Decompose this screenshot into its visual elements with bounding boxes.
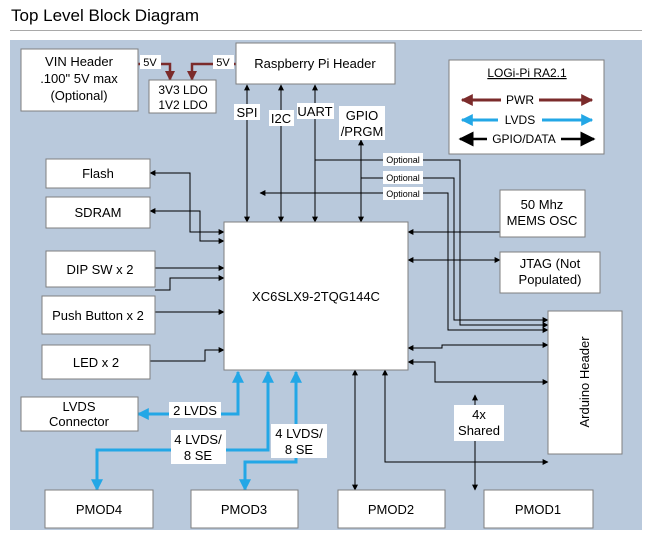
pmod4-box: PMOD4 [44,489,154,529]
spi-label-bg [234,104,260,120]
rpi-header-box: Raspberry Pi Header [235,42,396,85]
pmod2-label: PMOD2 [368,502,414,517]
lvds-connector-line-2: Connector [49,414,110,429]
shared-label-2: Shared [458,423,500,438]
vin-line-3: (Optional) [50,88,107,103]
vin-line-1: VIN Header [45,54,114,69]
gpio-prgm-label-1: GPIO [346,108,379,123]
gpio-prgm-label-bg [339,106,385,140]
rpi-header-label: Raspberry Pi Header [254,56,376,71]
optional-1-bg [383,153,423,166]
i2c-label: I2C [271,111,291,126]
spi-label: SPI [237,105,258,120]
ldo-line-2: 1V2 LDO [158,98,207,112]
fpga-label: XC6SLX9-2TQG144C [252,289,380,304]
push-button-label: Push Button x 2 [52,308,144,323]
osc-line-1: 50 Mhz [521,197,564,212]
shared-link [382,369,549,465]
i2c-label-bg [269,110,294,126]
legend-pwr-bg [501,93,539,107]
lvds4-b-label-2: 8 SE [285,442,314,457]
pmod1-label: PMOD1 [515,502,561,517]
jtag-box: JTAG (Not Populated) [499,251,601,294]
sdram-label: SDRAM [75,205,122,220]
lvds-connector-box: LVDS Connector [20,396,139,432]
jtag-line-2: Populated) [519,272,582,287]
lvds4-pmod3-link [239,370,302,492]
optional-labels: Optional Optional Optional [383,153,423,200]
pmod1-box: PMOD1 [483,489,594,529]
sdram-link [149,208,225,244]
arduino-header-box: Arduino Header [547,310,623,455]
optional-3-bg [383,187,423,200]
gpio-prgm-label-2: /PRGM [341,124,384,139]
led-box: LED x 2 [41,344,151,380]
v5-label-b-bg [213,55,234,69]
lvds4-a-label-bg [171,430,226,464]
v5-label-b: 5V [216,57,230,69]
optional-2-label: Optional [386,173,420,183]
lvds4-b-label-1: 4 LVDS/ [275,426,323,441]
legend-gpio-bg [487,132,561,146]
push-link [155,275,225,291]
lvds2-label-bg [169,402,221,418]
legend-lvds-label: LVDS [505,113,535,127]
led-label: LED x 2 [73,355,119,370]
lvds2-label: 2 LVDS [173,403,217,418]
pwr-labels: 5V 5V [140,55,234,69]
osc-line-2: MEMS OSC [507,213,578,228]
push-button-box: Push Button x 2 [41,295,156,335]
pmod3-label: PMOD3 [221,502,267,517]
jtag-line-1: JTAG (Not [520,256,581,271]
lvds-connector-line-1: LVDS [63,399,96,414]
lvds4-a-label-2: 8 SE [184,448,213,463]
flash-label: Flash [82,166,114,181]
arduino-link-2 [407,342,549,351]
dip-switch-label: DIP SW x 2 [67,262,134,277]
uart-label-bg [297,103,334,119]
legend-lvds-bg [498,113,542,127]
page-title: Top Level Block Diagram [11,6,200,25]
sdram-box: SDRAM [45,196,151,229]
lvds4-b-label-bg [271,424,327,458]
ldo-line-1: 3V3 LDO [158,83,207,97]
lvds-labels: 2 LVDS 4 LVDS/ 8 SE 4 LVDS/ 8 SE [169,402,327,464]
dip-switch-box: DIP SW x 2 [45,250,156,288]
optional-2-bg [383,171,423,184]
mems-osc-box: 50 Mhz MEMS OSC [499,189,586,238]
pmod4-label: PMOD4 [76,502,122,517]
vin-line-2: .100" 5V max [40,71,118,86]
flash-box: Flash [45,158,151,189]
v5-label-a: 5V [143,57,157,69]
uart-label: UART [297,104,332,119]
title-divider [10,30,642,31]
vin-header-box: VIN Header .100" 5V max (Optional) [20,48,139,112]
legend: LOGi-Pi RA2.1 PWR LVDS GPIO/DATA [448,59,605,155]
shared-label-bg [454,405,504,441]
arduino-header-label: Arduino Header [577,336,592,428]
led-link [150,347,225,362]
optional-1-label: Optional [386,155,420,165]
ldo-box: 3V3 LDO 1V2 LDO [148,79,217,114]
v5-label-a-bg [140,55,161,69]
fpga-box: XC6SLX9-2TQG144C [223,221,409,371]
shared-label-1: 4x [472,407,486,422]
legend-gpio-label: GPIO/DATA [492,132,556,146]
legend-title: LOGi-Pi RA2.1 [487,66,567,80]
bus-labels: SPI I2C UART GPIO /PRGM [234,103,385,140]
shared-label: 4x Shared [454,405,504,441]
pmod3-box: PMOD3 [190,489,299,529]
optional-3-label: Optional [386,189,420,199]
pmod2-box: PMOD2 [337,489,446,529]
legend-pwr-label: PWR [506,93,534,107]
lvds4-a-label-1: 4 LVDS/ [174,432,222,447]
